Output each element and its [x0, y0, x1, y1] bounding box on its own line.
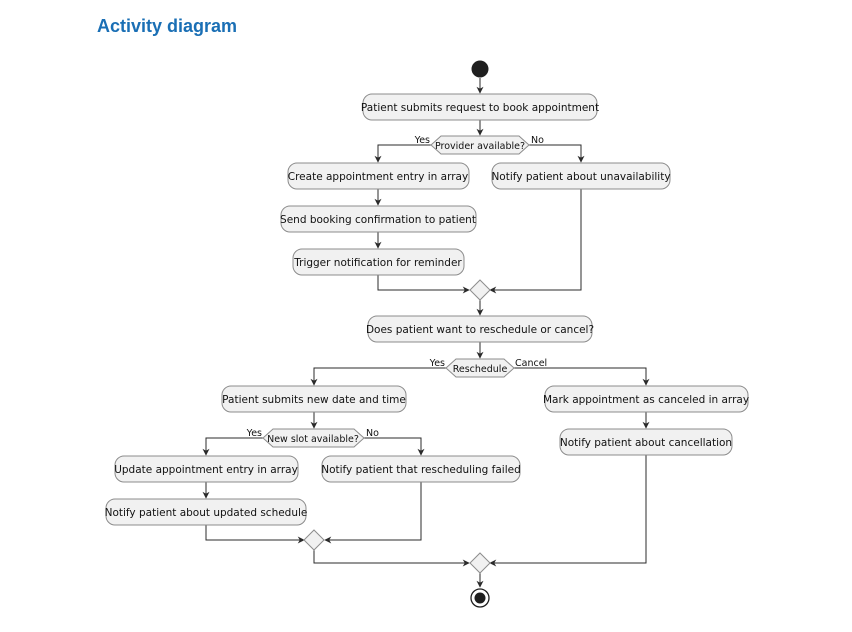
- merge-node: [469, 552, 491, 574]
- guard-label-yes: Yes: [414, 135, 430, 146]
- activity-label: Mark appointment as canceled in array: [543, 394, 749, 406]
- activity-label: Notify patient that rescheduling failed: [321, 464, 521, 476]
- activity-notify-updated: Notify patient about updated schedule: [105, 498, 308, 526]
- decision-label: New slot available?: [267, 434, 359, 445]
- activity-trigger-reminder: Trigger notification for reminder: [292, 248, 465, 276]
- edges: [202, 78, 650, 588]
- activity-notify-cancellation: Notify patient about cancellation: [559, 428, 733, 456]
- activity-label: Update appointment entry in array: [114, 464, 298, 476]
- activity-create-entry: Create appointment entry in array: [287, 162, 470, 190]
- activity-mark-canceled: Mark appointment as canceled in array: [543, 385, 749, 413]
- activity-label: Create appointment entry in array: [288, 171, 468, 183]
- activity-reschedule-or-cancel: Does patient want to reschedule or cance…: [366, 315, 594, 343]
- guard-label-no: No: [366, 428, 379, 439]
- guard-label-cancel: Cancel: [515, 358, 547, 369]
- activity-label: Patient submits request to book appointm…: [361, 102, 599, 114]
- activity-label: Trigger notification for reminder: [293, 257, 462, 269]
- activity-label: Notify patient about unavailability: [491, 171, 670, 183]
- page-title: Activity diagram: [97, 16, 238, 36]
- guard-label-yes: Yes: [246, 428, 262, 439]
- decision-reschedule: Reschedule: [445, 358, 515, 378]
- guard-label-yes: Yes: [429, 358, 445, 369]
- merge-node: [469, 279, 491, 301]
- activity-submit-new-date: Patient submits new date and time: [221, 385, 407, 413]
- guard-label-no: No: [531, 135, 544, 146]
- activity-label: Notify patient about cancellation: [560, 437, 732, 449]
- decision-label: Reschedule: [453, 364, 508, 375]
- activity-label: Patient submits new date and time: [222, 394, 406, 406]
- start-node: [471, 60, 489, 78]
- activity-label: Notify patient about updated schedule: [105, 507, 308, 519]
- activity-update-entry: Update appointment entry in array: [114, 455, 299, 483]
- merge-node: [303, 529, 325, 551]
- end-node: [470, 588, 490, 608]
- activity-send-confirmation: Send booking confirmation to patient: [280, 205, 477, 233]
- activity-label: Does patient want to reschedule or cance…: [366, 324, 594, 336]
- activity-submit-request: Patient submits request to book appointm…: [361, 93, 599, 121]
- activity-label: Send booking confirmation to patient: [280, 214, 476, 226]
- decision-new-slot-available: New slot available?: [262, 428, 365, 448]
- decision-provider-available: Provider available?: [430, 135, 530, 155]
- activity-notify-unavailability: Notify patient about unavailability: [491, 162, 671, 190]
- decision-label: Provider available?: [435, 141, 525, 152]
- activity-notify-reschedule-failed: Notify patient that rescheduling failed: [321, 455, 521, 483]
